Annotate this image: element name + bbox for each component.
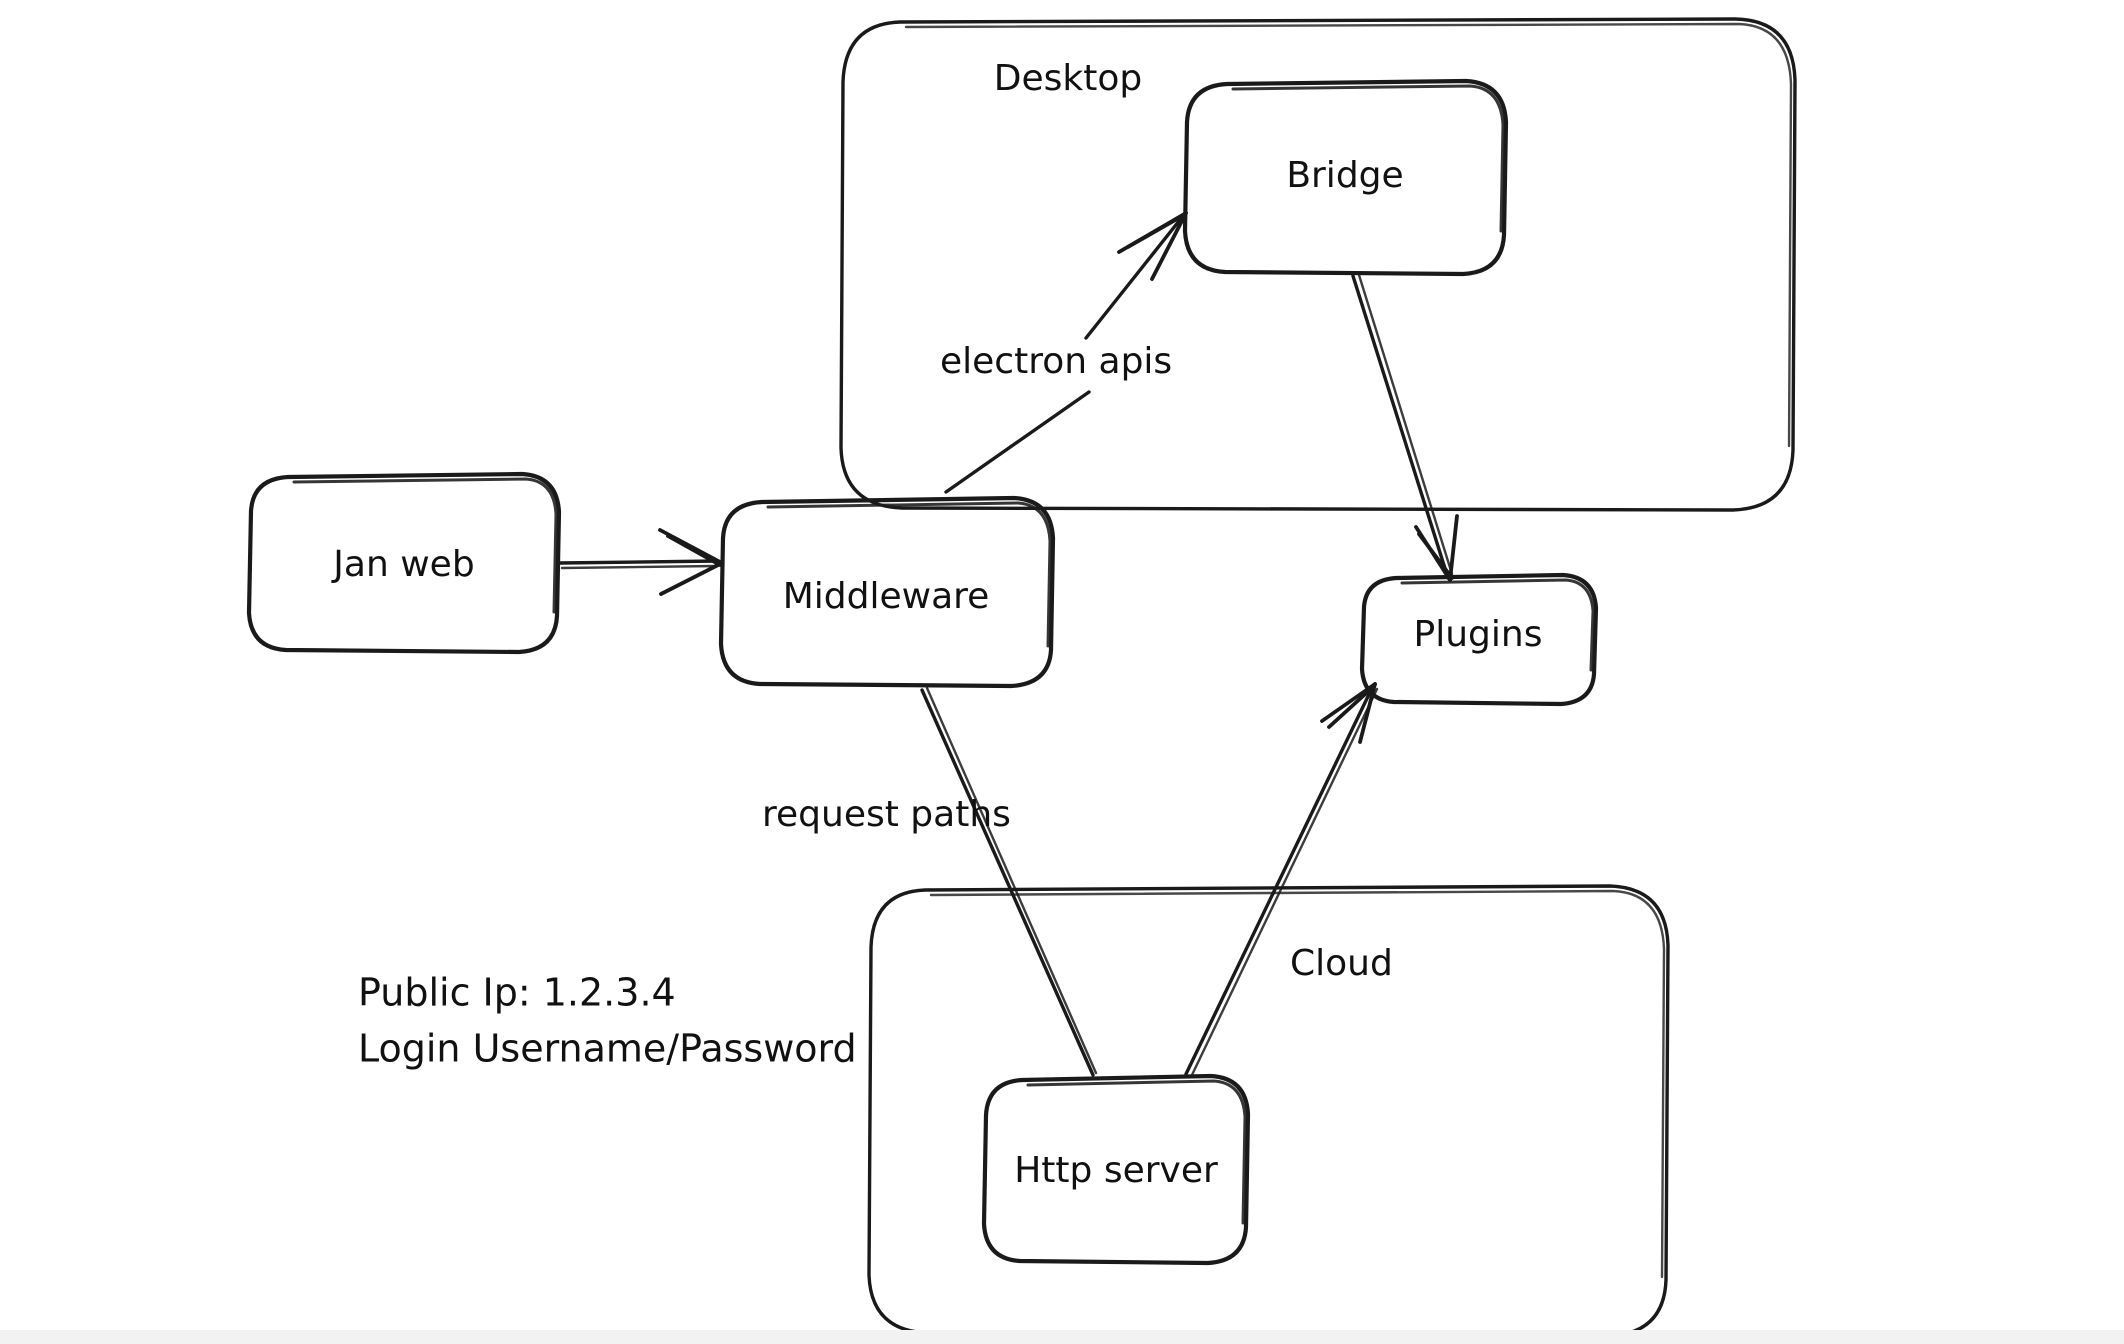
edge-middleware-to-bridge — [944, 211, 1188, 494]
node-jan-web-outline-echo — [292, 477, 558, 614]
node-plugins-outline — [1359, 572, 1599, 707]
edge-jan-web-to-middleware — [558, 528, 724, 596]
cloud-container-outline — [867, 884, 1670, 1338]
node-bridge-label: Bridge — [1286, 155, 1403, 196]
node-http-server-outline — [981, 1073, 1251, 1266]
arrowhead-lower — [1150, 211, 1188, 281]
bottom-strip — [0, 1330, 2124, 1344]
edge-label-electron-apis: electron apis — [940, 341, 1172, 382]
desktop-container-outline — [839, 17, 1797, 512]
edge-bridge-to-plugins — [1351, 273, 1459, 582]
edge-middleware-to-http-server — [920, 686, 1098, 1077]
node-jan-web[interactable]: Jan web — [246, 471, 562, 655]
node-bridge-outline-echo — [1231, 84, 1505, 233]
arrowhead-upper-echo — [666, 534, 722, 567]
arrowhead-left-echo — [1327, 685, 1375, 729]
desktop-container-outline-echo — [904, 22, 1793, 448]
node-plugins-outline-echo — [1400, 578, 1595, 672]
arrowhead-upper-echo — [1126, 213, 1186, 249]
container-cloud — [867, 884, 1670, 1338]
node-middleware-outline-echo — [766, 501, 1052, 648]
note-public-ip: Public Ip: 1.2.3.4 Login Username/Passwo… — [358, 971, 857, 1071]
node-jan-web-label: Jan web — [331, 544, 474, 585]
edge-line — [1184, 684, 1375, 1076]
arrowhead-left-echo — [1417, 532, 1454, 580]
edge-line-echo — [560, 564, 718, 570]
node-plugins-label: Plugins — [1414, 614, 1543, 655]
cloud-container-outline-echo — [929, 889, 1666, 1279]
node-middleware-label: Middleware — [783, 576, 990, 617]
node-bridge-outline — [1182, 78, 1509, 277]
edge-label-request-paths: request paths — [762, 794, 1011, 835]
node-jan-web-outline — [246, 471, 562, 655]
note-line-public-ip: Public Ip: 1.2.3.4 — [358, 971, 676, 1015]
container-cloud-label: Cloud — [1290, 943, 1393, 984]
edge-line-lower-seg — [944, 390, 1091, 494]
node-http-server-label: Http server — [1014, 1150, 1218, 1191]
arrowhead-lower — [659, 561, 724, 596]
node-http-server[interactable]: Http server — [981, 1073, 1251, 1266]
node-middleware-outline — [718, 495, 1056, 689]
edge-line — [1351, 274, 1450, 580]
edge-line-echo — [1357, 273, 1454, 576]
node-http-server-outline-echo — [1026, 1079, 1247, 1225]
edge-line — [558, 559, 720, 565]
node-plugins[interactable]: Plugins — [1359, 572, 1599, 707]
container-desktop-label: Desktop — [994, 58, 1142, 99]
node-middleware[interactable]: Middleware — [718, 495, 1056, 689]
arrowhead-right — [1448, 514, 1459, 582]
edge-http-server-to-plugins — [1184, 682, 1379, 1079]
edge-line-echo — [925, 686, 1098, 1075]
node-bridge[interactable]: Bridge — [1182, 78, 1509, 277]
edge-line-upper-seg — [1084, 214, 1185, 340]
edge-line — [920, 688, 1095, 1077]
note-line-login: Login Username/Password — [358, 1027, 857, 1071]
edge-line-echo — [1189, 687, 1379, 1079]
container-desktop — [839, 17, 1797, 512]
